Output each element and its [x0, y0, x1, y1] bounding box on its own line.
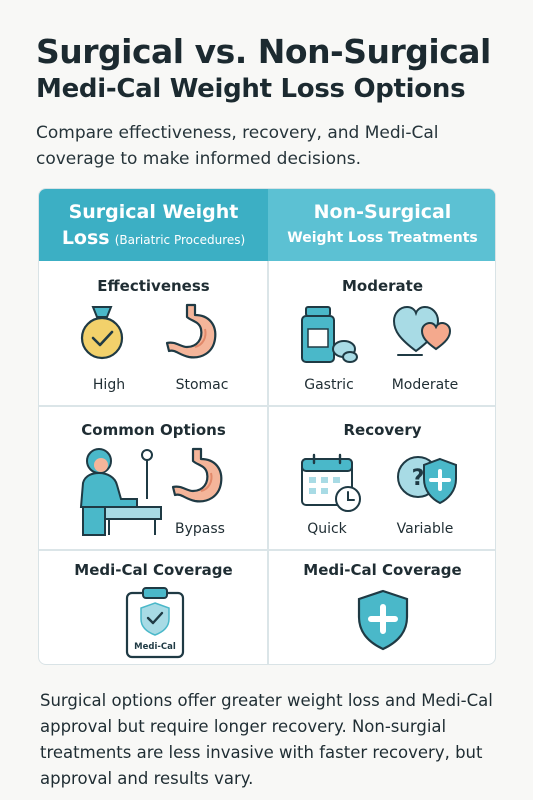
column-divider — [267, 261, 269, 664]
cell-coverage-nonsurgical: Medi-Cal Coverage — [268, 549, 495, 664]
stomach-icon — [171, 447, 223, 503]
caption-quick: Quick — [307, 521, 347, 537]
row-divider-1 — [39, 405, 495, 407]
cell-title: Medi-Cal Coverage — [303, 561, 462, 579]
header-surgical-title: Surgical Weight — [68, 201, 239, 223]
header-nonsurgical-subtitle: Weight Loss Treatments — [287, 230, 478, 246]
header-surgical-note: (Bariatric Procedures) — [114, 233, 246, 247]
calendar-icon — [301, 453, 361, 512]
header-surgical-title2: Loss — [61, 227, 110, 249]
cell-effectiveness-surgical: Effectiveness High Stomac — [39, 261, 268, 405]
cell-effectiveness-nonsurgical: Moderate Gastric Moderate — [268, 261, 495, 405]
caption-moderate: Moderate — [391, 377, 459, 393]
summary-text: Surgical options offer greater weight lo… — [40, 691, 493, 788]
hearts-icon — [392, 305, 452, 356]
medal-icon — [80, 306, 124, 360]
caption-variable: Variable — [396, 521, 454, 537]
table-header: Surgical Weight Loss (Bariatric Procedur… — [39, 189, 495, 261]
row-divider-2 — [39, 549, 495, 551]
cell-title: Recovery — [343, 421, 422, 439]
cell-coverage-surgical: Medi-Cal Coverage Medi-Cal — [39, 549, 268, 664]
clipboard-icon: Medi-Cal — [125, 587, 185, 659]
question-shield-icon: ? — [397, 456, 457, 505]
page-subtitle: Compare effectiveness, recovery, and Med… — [36, 123, 439, 169]
stomach-icon — [165, 303, 217, 359]
svg-text:?: ? — [412, 466, 425, 491]
cell-options-surgical: Common Options Bypass — [39, 405, 268, 549]
page-title-line2: Medi-Cal Weight Loss Options — [36, 74, 466, 104]
caption-high: High — [92, 377, 126, 393]
caption-bypass: Bypass — [175, 521, 225, 537]
shield-plus-icon — [357, 589, 409, 651]
cell-recovery-nonsurgical: Recovery ? Quick Variable — [268, 405, 495, 549]
header-nonsurgical: Non-Surgical Weight Loss Treatments — [268, 189, 495, 261]
header-surgical-line2: Loss (Bariatric Procedures) — [39, 227, 268, 249]
cell-title: Medi-Cal Coverage — [74, 561, 233, 579]
header-nonsurgical-title: Non-Surgical — [313, 201, 452, 223]
cell-title: Effectiveness — [97, 277, 210, 295]
surgeon-icon — [79, 448, 162, 536]
comparison-table: Surgical Weight Loss (Bariatric Procedur… — [38, 188, 496, 665]
medi-cal-badge-text: Medi-Cal — [134, 642, 176, 652]
caption-gastric: Gastric — [304, 377, 354, 393]
header-surgical: Surgical Weight Loss (Bariatric Procedur… — [39, 189, 268, 261]
cell-title: Moderate — [341, 277, 423, 295]
cell-title: Common Options — [81, 421, 226, 439]
caption-stomac: Stomac — [175, 377, 229, 393]
medicine-bottle-icon — [301, 306, 358, 363]
page-title-line1: Surgical vs. Non-Surgical — [36, 32, 491, 71]
